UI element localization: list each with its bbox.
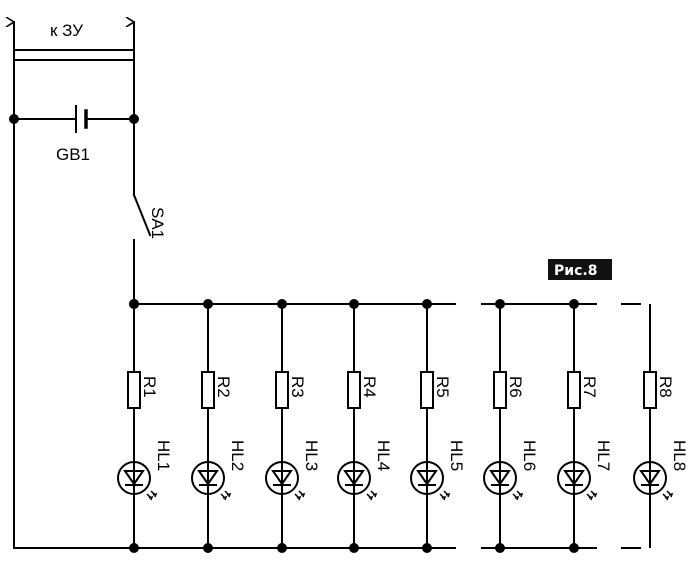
junction-dot xyxy=(349,543,359,553)
junction-dot xyxy=(495,543,505,553)
switch-open-icon xyxy=(132,193,152,237)
diode-triangle xyxy=(639,470,661,486)
diode-triangle xyxy=(563,470,585,486)
diode-triangle xyxy=(489,470,511,486)
led-label: HL6 xyxy=(520,440,539,471)
led-label: HL5 xyxy=(447,440,466,471)
light-emission-icon xyxy=(146,490,158,501)
junction-dot xyxy=(495,299,505,309)
resistor-label: R3 xyxy=(288,376,307,398)
switch-label: SA1 xyxy=(148,207,167,239)
light-emission-icon xyxy=(294,490,306,501)
resistor-icon xyxy=(643,371,657,409)
resistor-label: R5 xyxy=(433,376,452,398)
junction-dot xyxy=(129,299,139,309)
resistor-label: R8 xyxy=(656,376,675,398)
battery-label: GB1 xyxy=(56,145,90,164)
light-emission-icon xyxy=(439,490,451,501)
led-label: HL3 xyxy=(302,440,321,471)
led-label: HL7 xyxy=(594,440,613,471)
resistor-label: R6 xyxy=(506,376,525,398)
resistor-icon xyxy=(347,371,361,409)
junction-dot xyxy=(422,543,432,553)
diode-triangle xyxy=(123,470,145,486)
junction-dot xyxy=(277,299,287,309)
light-emission-icon xyxy=(366,490,378,501)
resistor-label: R7 xyxy=(580,376,599,398)
resistor-icon xyxy=(201,371,215,409)
junction-dot xyxy=(569,543,579,553)
led-label: HL4 xyxy=(374,440,393,471)
charger-label: к ЗУ xyxy=(50,21,83,40)
junction-dot xyxy=(129,114,139,124)
led-label: HL1 xyxy=(154,440,173,471)
led-label: HL8 xyxy=(670,440,689,471)
junction-dot xyxy=(203,299,213,309)
light-emission-icon xyxy=(662,490,674,501)
diode-triangle xyxy=(343,470,365,486)
diode-triangle xyxy=(271,470,293,486)
resistor-icon xyxy=(567,371,581,409)
junction-dot xyxy=(569,299,579,309)
resistor-icon xyxy=(420,371,434,409)
junction-dot xyxy=(422,299,432,309)
light-emission-icon xyxy=(220,490,232,501)
figure-label: Рис.8 xyxy=(554,263,597,279)
junction-dot xyxy=(129,543,139,553)
resistor-icon xyxy=(275,371,289,409)
resistor-label: R4 xyxy=(360,376,379,398)
resistor-label: R1 xyxy=(140,376,159,398)
light-emission-icon xyxy=(512,490,524,501)
junction-dot xyxy=(9,114,19,124)
junction-dot xyxy=(277,543,287,553)
resistor-icon xyxy=(127,371,141,409)
figure-badge: Рис.8 xyxy=(548,259,612,280)
junction-dot xyxy=(349,299,359,309)
led-label: HL2 xyxy=(228,440,247,471)
junction-dot xyxy=(203,543,213,553)
light-emission-icon xyxy=(586,490,598,501)
resistor-label: R2 xyxy=(214,376,233,398)
diode-triangle xyxy=(197,470,219,486)
resistor-icon xyxy=(493,371,507,409)
diode-triangle xyxy=(416,470,438,486)
